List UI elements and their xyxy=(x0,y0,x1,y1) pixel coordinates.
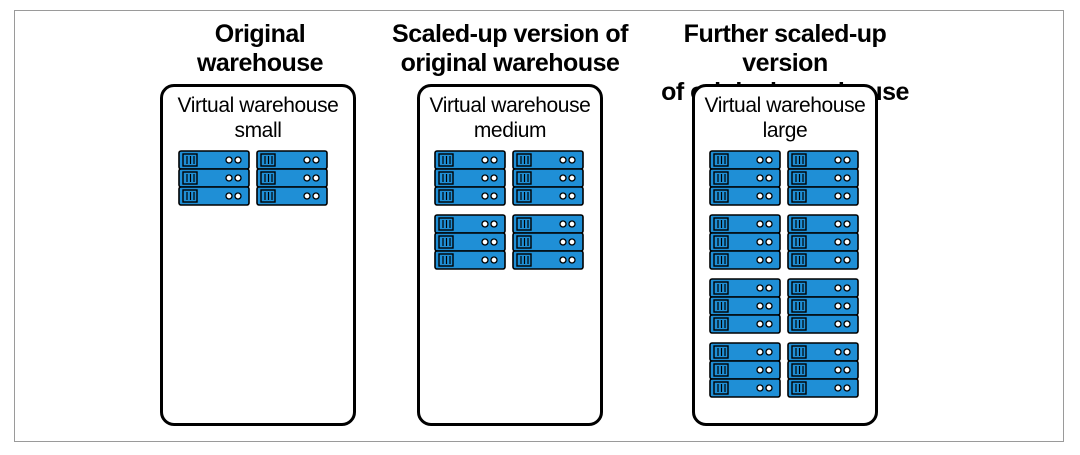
server-rack-icon xyxy=(787,314,859,334)
server-rack-icon xyxy=(709,378,781,398)
column-title: Scaled-up version of original warehouse xyxy=(392,20,628,77)
server-rack-group xyxy=(709,342,781,398)
server-grid xyxy=(709,150,859,398)
server-rack-icon xyxy=(787,232,859,252)
server-rack-icon xyxy=(709,278,781,298)
virtual-warehouse-box: Virtual warehouse medium xyxy=(417,84,603,426)
server-rack-icon xyxy=(709,232,781,252)
server-rack-group xyxy=(709,150,781,206)
server-rack-icon xyxy=(709,186,781,206)
server-rack-icon xyxy=(709,150,781,170)
server-rack-icon xyxy=(709,342,781,362)
server-rack-group xyxy=(434,214,506,270)
server-rack-icon xyxy=(434,214,506,234)
virtual-warehouse-box: Virtual warehouse large xyxy=(692,84,878,426)
server-rack-icon xyxy=(787,214,859,234)
server-rack-icon xyxy=(787,278,859,298)
server-rack-icon xyxy=(787,342,859,362)
server-rack-icon xyxy=(256,150,328,170)
server-rack-icon xyxy=(512,250,584,270)
server-rack-group xyxy=(512,214,584,270)
server-rack-icon xyxy=(434,186,506,206)
server-rack-icon xyxy=(787,378,859,398)
server-rack-icon xyxy=(709,360,781,380)
server-grid xyxy=(178,150,328,206)
server-rack-icon xyxy=(787,360,859,380)
server-rack-icon xyxy=(256,168,328,188)
server-rack-group xyxy=(787,278,859,334)
server-rack-icon xyxy=(709,296,781,316)
server-rack-icon xyxy=(434,232,506,252)
server-rack-icon xyxy=(787,250,859,270)
server-rack-icon xyxy=(434,150,506,170)
server-rack-icon xyxy=(787,296,859,316)
server-grid xyxy=(434,150,584,270)
server-rack-group xyxy=(787,150,859,206)
server-rack-icon xyxy=(709,168,781,188)
server-rack-group xyxy=(178,150,250,206)
virtual-warehouse-label: Virtual warehouse medium xyxy=(429,94,591,142)
server-rack-group xyxy=(709,214,781,270)
server-rack-icon xyxy=(256,186,328,206)
server-rack-group xyxy=(709,278,781,334)
server-rack-icon xyxy=(512,214,584,234)
server-rack-group xyxy=(434,150,506,206)
server-rack-icon xyxy=(787,186,859,206)
server-rack-group xyxy=(787,214,859,270)
server-rack-icon xyxy=(709,214,781,234)
server-rack-icon xyxy=(178,168,250,188)
server-rack-icon xyxy=(512,232,584,252)
column-title: Original warehouse xyxy=(196,20,324,77)
server-rack-group xyxy=(256,150,328,206)
server-rack-icon xyxy=(178,150,250,170)
server-rack-icon xyxy=(512,186,584,206)
server-rack-icon xyxy=(178,186,250,206)
virtual-warehouse-box: Virtual warehouse small xyxy=(160,84,356,426)
server-rack-icon xyxy=(512,168,584,188)
server-rack-icon xyxy=(709,250,781,270)
server-rack-icon xyxy=(512,150,584,170)
server-rack-group xyxy=(512,150,584,206)
virtual-warehouse-label: Virtual warehouse small xyxy=(177,94,339,142)
server-rack-group xyxy=(787,342,859,398)
server-rack-icon xyxy=(434,250,506,270)
diagram-frame xyxy=(14,10,1064,442)
virtual-warehouse-label: Virtual warehouse large xyxy=(704,94,866,142)
server-rack-icon xyxy=(709,314,781,334)
server-rack-icon xyxy=(787,168,859,188)
server-rack-icon xyxy=(787,150,859,170)
server-rack-icon xyxy=(434,168,506,188)
